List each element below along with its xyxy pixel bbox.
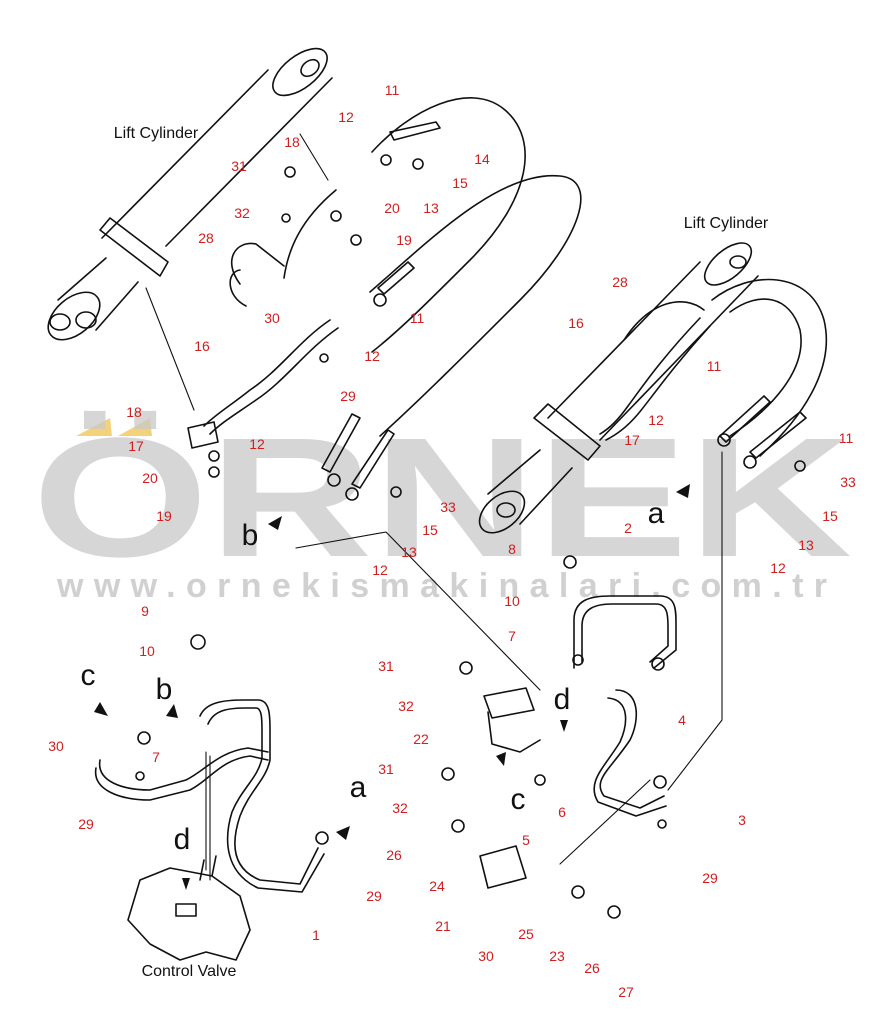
callout-28-a: 28 — [198, 230, 214, 246]
callout-4: 4 — [678, 712, 686, 728]
callout-11-d: 11 — [838, 430, 854, 446]
callout-12-c: 12 — [249, 436, 265, 452]
letter-b-lower: b — [155, 673, 173, 706]
callout-12-f: 12 — [770, 560, 786, 576]
right-tube-16-17 — [599, 301, 711, 441]
callout-12-a: 12 — [338, 109, 354, 125]
callout-8: 8 — [508, 541, 516, 557]
right-lift-cylinder — [478, 242, 759, 534]
callout-2: 2 — [624, 520, 632, 536]
callout-20-b: 20 — [142, 470, 158, 486]
control-valve — [127, 855, 251, 961]
watermark-accent-right — [118, 418, 152, 436]
callout-32-a: 32 — [234, 205, 250, 221]
callout-1: 1 — [312, 927, 320, 943]
callout-19-a: 19 — [396, 232, 412, 248]
brackets — [479, 687, 541, 889]
letter-c-left: c — [80, 659, 96, 692]
callout-26-b: 26 — [584, 960, 600, 976]
callout-31-a: 31 — [231, 158, 247, 174]
watermark-brand: ÖRNEK — [32, 403, 852, 593]
callout-13-a: 13 — [423, 200, 439, 216]
callout-10-a: 10 — [504, 593, 520, 609]
callout-15-c: 15 — [822, 508, 838, 524]
letter-d-left: d — [173, 823, 191, 856]
callout-20-a: 20 — [384, 200, 400, 216]
callout-24: 24 — [429, 878, 445, 894]
callout-21: 21 — [435, 918, 451, 934]
reference-lines — [145, 133, 723, 881]
callout-13-b: 13 — [401, 544, 417, 560]
callout-32-b: 32 — [398, 698, 414, 714]
title-lift-cylinder-right: Lift Cylinder — [683, 215, 769, 232]
callout-23: 23 — [549, 948, 565, 964]
callout-14: 14 — [474, 151, 490, 167]
callout-19-b: 19 — [156, 508, 172, 524]
callout-30-b: 30 — [48, 738, 64, 754]
callout-26-a: 26 — [386, 847, 402, 863]
callout-11-a: 11 — [384, 82, 400, 98]
callout-12-b: 12 — [364, 348, 380, 364]
callout-31-b: 31 — [378, 658, 394, 674]
callout-12-e: 12 — [648, 412, 664, 428]
title-control-valve: Control Valve — [141, 963, 237, 980]
fittings — [135, 154, 806, 919]
callout-18-b: 18 — [126, 404, 142, 420]
callout-15-b: 15 — [422, 522, 438, 538]
callout-30-c: 30 — [478, 948, 494, 964]
letter-b-upper: b — [241, 519, 259, 552]
callout-7-a: 7 — [508, 628, 516, 644]
callout-10-b: 10 — [139, 643, 155, 659]
callout-30-a: 30 — [264, 310, 280, 326]
callout-11-b: 11 — [409, 310, 425, 326]
callout-16-b: 16 — [568, 315, 584, 331]
callout-17-b: 17 — [624, 432, 640, 448]
callout-5: 5 — [522, 832, 530, 848]
callout-28-b: 28 — [612, 274, 628, 290]
callout-13-c: 13 — [798, 537, 814, 553]
callout-27: 27 — [618, 984, 634, 1000]
callout-17-a: 17 — [128, 438, 144, 454]
pipe-3 — [593, 689, 667, 817]
callout-16-a: 16 — [194, 338, 210, 354]
letter-a-upper: a — [647, 497, 665, 530]
right-hoses — [711, 278, 828, 459]
callout-18-a: 18 — [284, 134, 300, 150]
callout-32-c: 32 — [392, 800, 408, 816]
callout-33-a: 33 — [440, 499, 456, 515]
callout-11-c: 11 — [706, 358, 722, 374]
letter-c-right: c — [510, 783, 526, 816]
callout-33-b: 33 — [840, 474, 856, 490]
letter-a-lower: a — [349, 771, 367, 804]
callout-9: 9 — [141, 603, 149, 619]
callout-31-c: 31 — [378, 761, 394, 777]
title-lift-cylinder-left: Lift Cylinder — [113, 125, 199, 142]
left-hoses — [321, 97, 582, 489]
callout-29-b: 29 — [702, 870, 718, 886]
left-tube-16-17 — [187, 189, 339, 449]
watermark-accent-left — [76, 418, 112, 436]
callout-29-a: 29 — [340, 388, 356, 404]
callout-29-c: 29 — [78, 816, 94, 832]
callout-22: 22 — [413, 731, 429, 747]
callout-7-b: 7 — [152, 749, 160, 765]
callout-15-a: 15 — [452, 175, 468, 191]
pipe-1 — [94, 699, 325, 893]
letter-d-right: d — [553, 683, 571, 716]
left-lift-cylinder — [47, 47, 333, 341]
callout-3: 3 — [738, 812, 746, 828]
pipe-2 — [573, 595, 677, 669]
callout-12-d: 12 — [372, 562, 388, 578]
arrowheads — [94, 484, 690, 890]
callout-29-d: 29 — [366, 888, 382, 904]
callout-6: 6 — [558, 804, 566, 820]
callout-25: 25 — [518, 926, 534, 942]
